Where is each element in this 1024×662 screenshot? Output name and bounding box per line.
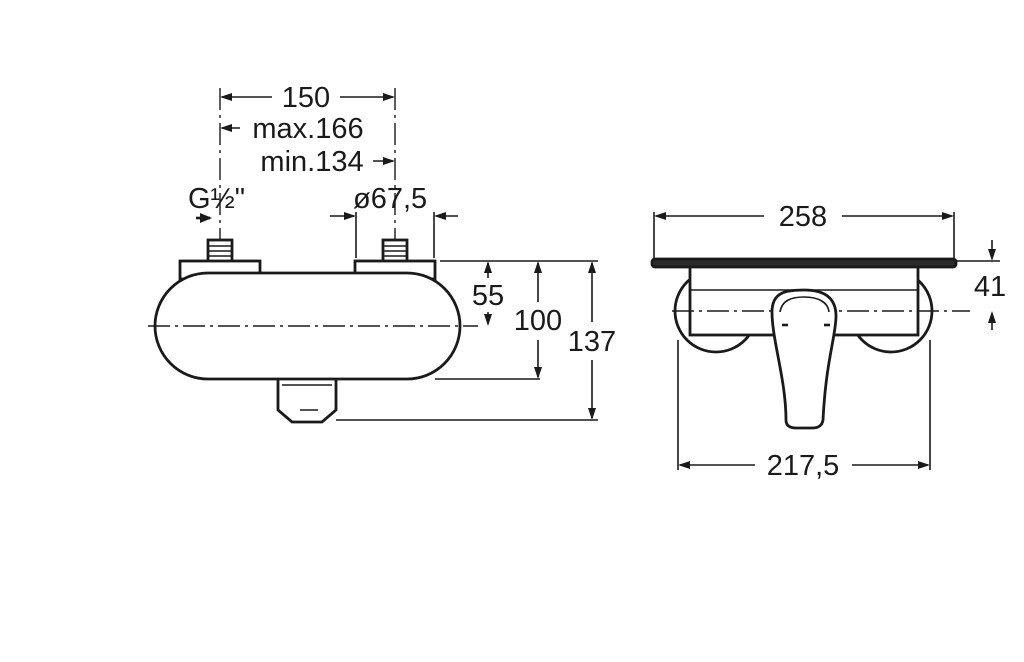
dim-100: 100 [514,305,562,337]
front-view: 150 max.166 min.134 G½" ø67,5 [148,82,616,424]
dim-150: 150 [282,82,330,114]
dim-137: 137 [568,326,616,358]
dim-41: 41 [974,271,1006,303]
dim-217-5: 217,5 [767,450,840,482]
side-view: 258 41 217,5 [650,201,1006,482]
dim-258: 258 [779,201,827,233]
dim-55: 55 [472,280,504,312]
dim-min-134: min.134 [260,146,363,178]
lever-handle [770,288,838,430]
thread-label: G½" [188,183,245,215]
dim-max-166: max.166 [252,113,363,145]
dim-diameter: ø67,5 [353,183,427,215]
wall-plate [650,257,958,269]
